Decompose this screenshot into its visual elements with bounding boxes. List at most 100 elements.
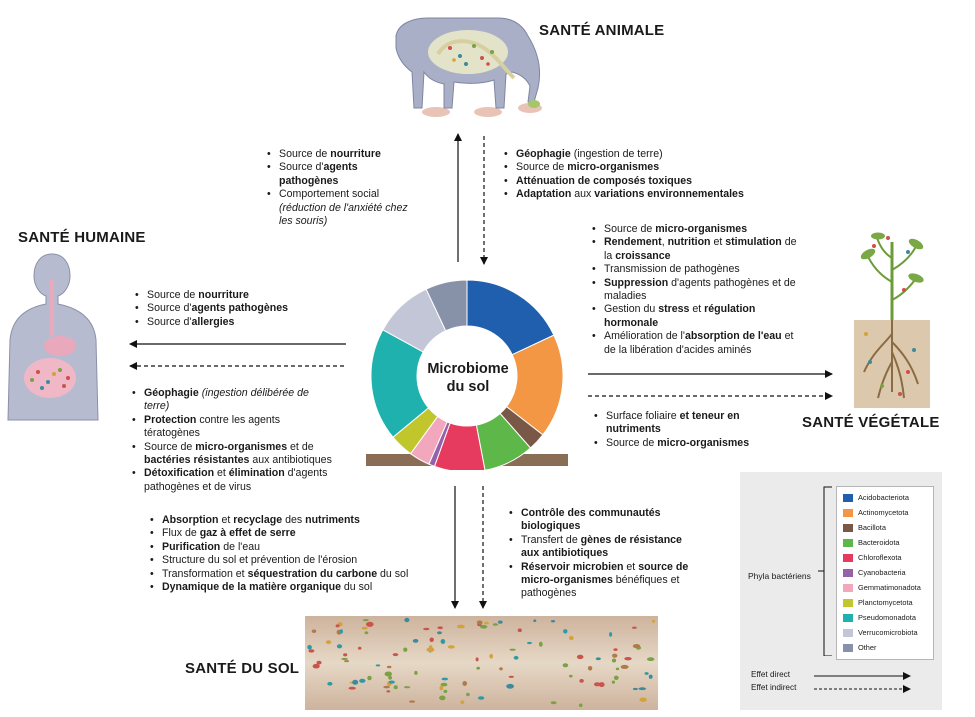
soil-microbe <box>651 619 656 623</box>
soil-microbe <box>312 663 320 669</box>
soil-microbe <box>357 646 362 650</box>
list-item-text: hormonale <box>604 316 659 329</box>
legend-swatch <box>843 614 853 622</box>
legend-swatch <box>843 599 853 607</box>
soil-microbe <box>644 672 649 675</box>
soil-microbe <box>388 680 395 684</box>
legend-bracket <box>818 486 832 656</box>
soil-microbe <box>632 687 638 691</box>
soil-microbe <box>437 631 442 635</box>
soil-microbe <box>307 644 312 650</box>
list-item-text: nutrition <box>667 236 711 249</box>
list-item-text: Transmission de pathogènes <box>604 263 740 276</box>
soil-microbe <box>632 644 641 649</box>
soil-microbe <box>498 620 503 624</box>
list-item: Comportement social(réduction de l'anxié… <box>267 188 469 228</box>
list-item-text: Réservoir microbien <box>521 560 624 573</box>
soil-microbe <box>594 682 601 687</box>
legend-swatch <box>843 509 853 517</box>
donut-segment <box>475 412 532 470</box>
list-item-text: des <box>282 514 306 526</box>
list-item: Structure du sol et prévention de l'éros… <box>150 554 462 568</box>
soil-microbe <box>587 666 593 671</box>
list-item-text: source de <box>638 560 689 573</box>
center-line-2: du sol <box>446 379 490 395</box>
human-illustration <box>7 253 99 421</box>
soil-microbe <box>648 674 653 679</box>
list-item-text: Dynamique de la matière organique <box>162 581 341 594</box>
list-item-text: (ingestion de terre) <box>570 148 663 160</box>
legend-label: Bacillota <box>858 523 886 532</box>
legend-swatch <box>843 584 853 592</box>
list-item-text: (ingestion délibérée de <box>198 387 309 399</box>
list-item: Amélioration de l'absorption de l'eau et… <box>592 330 854 357</box>
soil-microbe <box>639 697 647 702</box>
list-item-text: de la libération d'acides aminés <box>604 343 752 356</box>
soil-microbe <box>339 629 343 634</box>
soil-microbe <box>308 649 315 653</box>
soil-microbe <box>598 682 605 688</box>
microbiome-donut <box>366 279 568 470</box>
list-item-text: Contrôle des communautés <box>521 507 661 519</box>
soil-microbe <box>409 700 416 703</box>
list-item-text: Surface foliaire <box>606 410 680 422</box>
list-item: Détoxification et élimination d'agentspa… <box>132 467 379 494</box>
soil-microbe <box>620 664 629 669</box>
soil-microbe <box>414 670 418 675</box>
list-item-text: absorption de l'eau <box>684 330 782 343</box>
list-item-text: du sol <box>340 581 373 594</box>
soil-microbe <box>562 663 569 668</box>
list-item-text: de l'eau <box>220 540 261 553</box>
soil-microbe <box>440 682 448 687</box>
list-item-text: Atténuation de composés toxiques <box>516 174 692 187</box>
soil-microbe <box>412 639 419 643</box>
list-item-text: micro-organismes <box>521 574 613 587</box>
list-item: Source de nourriture <box>267 148 469 162</box>
list-plant-direct: Source de micro-organismesRendement, nut… <box>590 223 854 357</box>
list-item-text: régulation <box>704 303 756 316</box>
soil-microbe <box>443 689 448 693</box>
list-item: Suppression d'agents pathogènes et demal… <box>592 277 854 304</box>
legend-swatch <box>843 569 853 577</box>
soil-microbe <box>316 660 322 665</box>
soil-microbe <box>638 687 647 691</box>
soil-microbe <box>327 681 333 686</box>
list-item-text: Source de <box>147 289 199 301</box>
soil-microbe <box>576 654 584 660</box>
soil-microbe <box>392 653 399 657</box>
heading-animal-health: SANTÉ ANIMALE <box>539 22 665 39</box>
legend-label: Gemmatimonadota <box>858 583 921 592</box>
list-item-text: tératogènes <box>144 427 200 440</box>
list-item-text: Transformation et <box>162 567 248 580</box>
soil-microbe <box>517 628 522 632</box>
soil-microbe <box>359 678 366 683</box>
list-item-text: stimulation <box>725 236 782 249</box>
soil-microbe <box>429 637 434 643</box>
soil-microbe <box>348 686 356 690</box>
soil-microbe <box>437 626 443 630</box>
list-item-text: et teneur en <box>679 410 740 422</box>
list-item-text: élimination <box>228 467 285 480</box>
list-item-text: agents pathogènes <box>191 302 288 315</box>
list-item-text: micro-organismes <box>567 161 660 174</box>
list-item-text: Absorption <box>162 514 219 526</box>
soil-microbe <box>477 696 485 700</box>
legend-swatch <box>843 524 853 532</box>
list-item-text: biologiques <box>521 520 581 533</box>
list-item-text: séquestration du carbone <box>247 567 378 580</box>
soil-microbe <box>506 683 514 689</box>
list-item-text: du sol <box>377 567 409 580</box>
list-item-text: Structure du sol et prévention de l'éros… <box>162 554 358 567</box>
list-item-text: et <box>710 236 726 249</box>
list-item-text: Source d' <box>147 315 192 328</box>
soil-microbe <box>476 666 480 670</box>
soil-microbe <box>423 627 430 631</box>
list-item: Source de micro-organismes et debactérie… <box>132 441 379 468</box>
soil-microbe <box>484 621 489 625</box>
list-item-text: gaz à effet de serre <box>199 527 296 540</box>
soil-microbe <box>386 665 392 669</box>
soil-microbe <box>441 677 449 681</box>
soil-microbe <box>384 671 392 677</box>
legend-label: Other <box>858 643 877 652</box>
